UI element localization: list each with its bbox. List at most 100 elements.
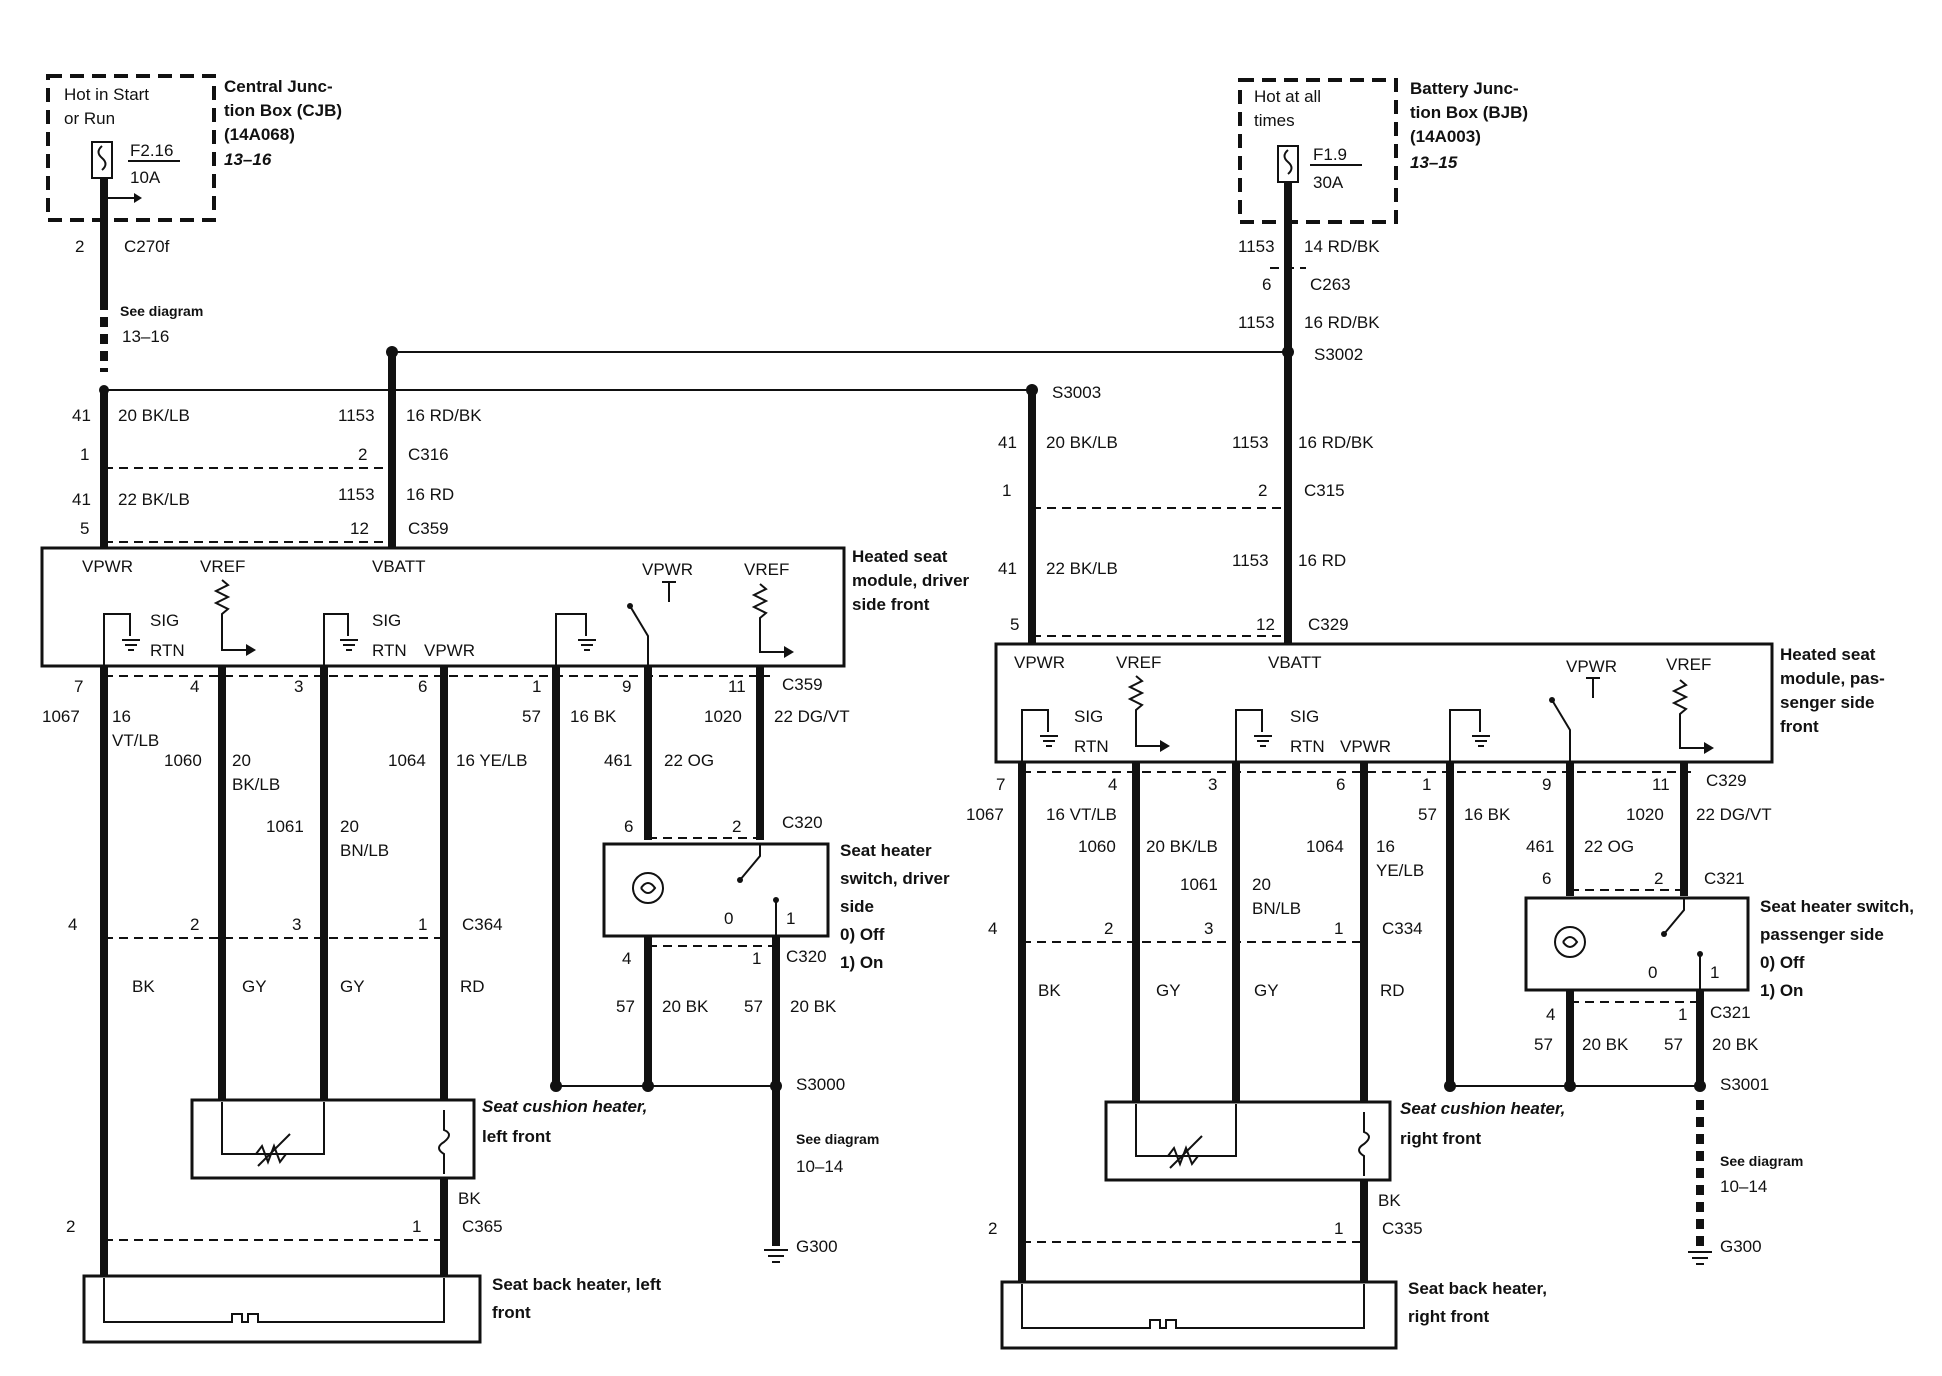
d-w41a: 20 BK/LB [118,406,190,425]
d-sig2-bracket [323,613,349,666]
switch-pivot-dot [1549,697,1555,703]
p-sw-pos0: 0 [1648,963,1657,982]
c320-label: C320 [782,813,823,832]
d-color-bk: BK [132,977,155,996]
p-w1067: 16 VT/LB [1046,805,1117,824]
p-sw-on: 1) On [1760,981,1803,1000]
p-c315-p1: 1 [1002,481,1011,500]
d-c364-p2: 2 [190,915,199,934]
d-c1061: 1061 [266,817,304,836]
ground-icon [122,639,140,651]
d-sw-on: 1) On [840,953,883,972]
bjb-note-line1: Hot at all [1254,87,1321,106]
p-mod-rtn2: RTN [1290,737,1325,756]
d-mod-sig2: SIG [372,611,401,630]
d-w1020: 22 DG/VT [774,707,850,726]
p-sw-pos1: 1 [1710,963,1719,982]
d-sw-off: 0) Off [840,925,885,944]
d-sw-p4: 4 [622,949,631,968]
c334-label: C334 [1382,919,1423,938]
p-back-name-1: Seat back heater, [1408,1279,1547,1298]
d-pin-11: 11 [728,677,746,696]
switch-pivot-dot [627,603,633,609]
p-c329-p12: 12 [1256,615,1275,634]
p-w1060: 20 BK/LB [1146,837,1218,856]
splice-dot [1564,1080,1576,1092]
p-c334-p2: 2 [1104,919,1113,938]
variable-resistor-arrow [257,1133,291,1167]
d-sig-bracket [103,613,131,666]
thermostat-icon [438,1110,450,1174]
p-color-gy1: GY [1156,981,1181,1000]
driver-module-box [40,546,846,668]
d-pin-7: 7 [74,677,83,696]
switch-pivot-dot [1661,931,1667,937]
fuse-element-icon [97,145,107,171]
p-c329-p5: 5 [1010,615,1019,634]
p-gw-a: 20 BK [1582,1035,1629,1054]
d-mod-vref: VREF [200,557,245,576]
s3001-splice-dot [1694,1080,1706,1092]
p-w461: 22 OG [1584,837,1634,856]
d-c461: 461 [604,751,632,770]
left-cushion-heater-box [190,1098,476,1180]
p-w1061-2: BN/LB [1252,899,1301,918]
arrow-right-icon [1704,742,1714,754]
cjb-name-line1: Central Junc- [224,77,333,96]
c321b-label: C321 [1710,1003,1751,1022]
switch-pivot-dot [737,877,743,883]
p-c1153a: 1153 [1232,433,1269,452]
bjb-fuse-id: F1.9 [1313,145,1347,164]
d-switch-name-3: side [840,897,874,916]
d-w1067-2: VT/LB [112,731,159,750]
d-sw-pos1: 1 [786,909,795,928]
p-sig-bracket [1021,709,1049,762]
p-mod-rtn: RTN [1074,737,1109,756]
d-g57a: 57 [616,997,635,1016]
back-heater-element [1021,1284,1365,1329]
bjb-circuit-1: 1153 [1238,237,1275,256]
p-ground-label: G300 [1720,1237,1762,1256]
d-color-gy2: GY [340,977,365,996]
p-c41b: 41 [998,559,1017,578]
d-pin-6: 6 [418,677,427,696]
p-g57a: 57 [1534,1035,1553,1054]
p-c315-p2: 2 [1258,481,1267,500]
d-c359-p12: 12 [350,519,369,538]
c270f-label: C270f [124,237,170,256]
s3000-label: S3000 [796,1075,845,1094]
d-c359-p5: 5 [80,519,89,538]
p-color-rd: RD [1380,981,1405,1000]
p-see-ref: 10–14 [1720,1177,1767,1196]
c320b-label: C320 [786,947,827,966]
ground-icon [1472,735,1490,747]
c359b-label: C359 [782,675,823,694]
s3003-label: S3003 [1052,383,1101,402]
p-c1153b: 1153 [1232,551,1269,570]
fuse-element-icon [1283,149,1293,175]
d-gw-a: 20 BK [662,997,709,1016]
bjb-wire-2: 16 RD/BK [1304,313,1380,332]
d-c365-p2: 2 [66,1217,75,1236]
p-color-bk: BK [1038,981,1061,1000]
d-c316-p2: 2 [358,445,367,464]
p-c1064: 1064 [1306,837,1344,856]
see-diagram-text: See diagram [120,303,203,319]
p-switch-name-2: passenger side [1760,925,1884,944]
d-see-text: See diagram [796,1131,879,1147]
p-w57: 16 BK [1464,805,1511,824]
arrow-right-icon [1160,740,1170,752]
d-w1064: 16 YE/LB [456,751,528,770]
d-c41b: 41 [72,490,91,509]
d-mod-vpwr3: VPWR [424,641,475,660]
d-pin-9: 9 [622,677,631,696]
cjb-fuse-rating: 10A [130,168,161,187]
p-mod-vref2: VREF [1666,655,1711,674]
cjb-fuse-id: F2.16 [130,141,173,160]
d-switch-name-2: switch, driver [840,869,950,888]
bjb-ref: 13–15 [1410,153,1458,172]
p-mod-sig: SIG [1074,707,1103,726]
p-gnd-bracket [1449,709,1481,762]
switch-contact-icon [629,605,649,666]
